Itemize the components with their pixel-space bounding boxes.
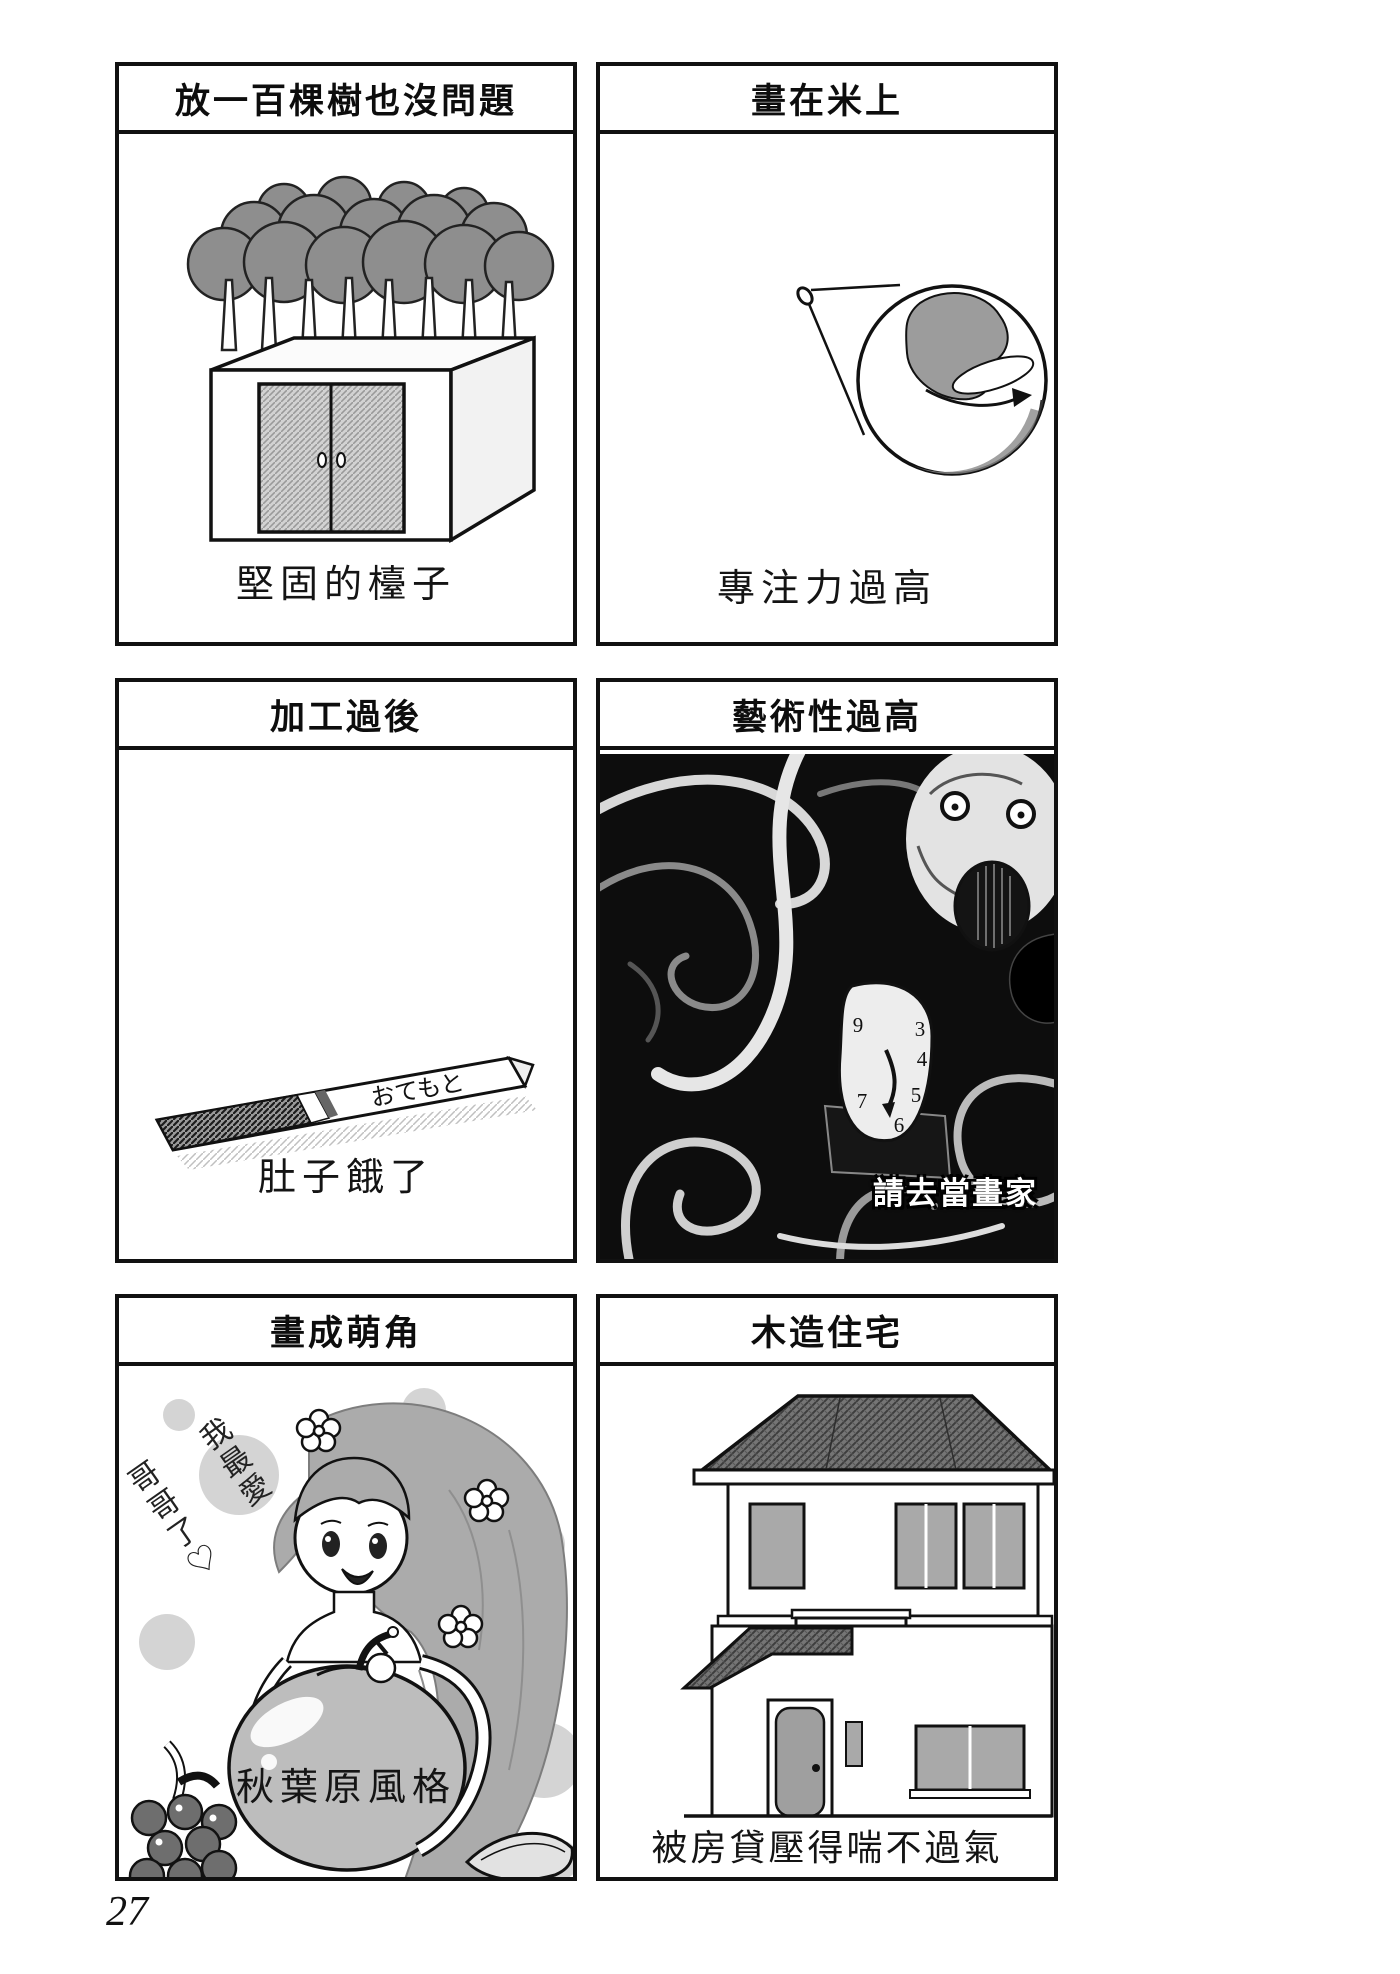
clock-number: 7 (857, 1089, 868, 1113)
panel-moe-character: 畫成萌角 (115, 1294, 577, 1881)
panel-too-artistic: 藝術性過高 (596, 678, 1058, 1263)
panel-body: 專注力過高 (600, 138, 1054, 642)
panel-title: 放一百棵樹也沒問題 (119, 66, 573, 134)
panel-title: 木造住宅 (600, 1298, 1054, 1366)
clock-number: 6 (894, 1113, 905, 1137)
panel-title-text: 木造住宅 (750, 1313, 903, 1353)
chopstick-sleeve-drawing: おてもと (154, 1055, 537, 1170)
panel-title-text: 畫在米上 (750, 81, 903, 121)
panel-title: 藝術性過高 (600, 682, 1054, 750)
panel-body: 我最愛 哥哥了♡ 秋葉原風格 (119, 1370, 573, 1877)
panel-title: 畫在米上 (600, 66, 1054, 134)
panel-caption: 被房貸壓得喘不過氣 (651, 1828, 1003, 1868)
rice-grain-magnified-drawing (796, 283, 1048, 476)
clock-number: 4 (917, 1047, 928, 1071)
surreal-painting-drawing: 9 3 4 7 5 6 (600, 754, 1054, 1259)
panel-body: 9 3 4 7 5 6 請去當畫家 (600, 754, 1054, 1259)
clock-number: 5 (911, 1083, 922, 1107)
panel-title-text: 加工過後 (269, 697, 422, 737)
shed-with-trees-drawing (186, 175, 555, 544)
panel-body: おてもと 肚子餓了 (119, 754, 573, 1259)
panel-caption: 堅固的檯子 (235, 564, 456, 606)
panel-title-text: 藝術性過高 (731, 697, 922, 737)
panel-title: 畫成萌角 (119, 1298, 573, 1366)
moe-girl-drawing (128, 1388, 573, 1877)
panel-caption: 肚子餓了 (257, 1157, 434, 1199)
panel-title: 加工過後 (119, 682, 573, 750)
clock-number: 9 (853, 1013, 864, 1037)
panel-body: 堅固的檯子 (119, 138, 573, 642)
panel-title-text: 放一百棵樹也沒問題 (174, 81, 517, 121)
panel-after-processing: 加工過後 おてもと 肚子餓了 (115, 678, 577, 1263)
panel-rice-drawing: 畫在米上 專注力過高 (596, 62, 1058, 646)
panel-body: 被房貸壓得喘不過氣 (600, 1370, 1054, 1877)
panel-wooden-house: 木造住宅 (596, 1294, 1058, 1881)
clock-number: 3 (915, 1017, 926, 1041)
panel-hundred-trees: 放一百棵樹也沒問題 (115, 62, 577, 646)
page-number: 27 (106, 1889, 148, 1935)
wooden-house-drawing (680, 1394, 1054, 1818)
panel-title-text: 畫成萌角 (269, 1313, 422, 1353)
panel-caption: 請去當畫家 (873, 1176, 1038, 1211)
panel-caption: 專注力過高 (716, 568, 937, 610)
panel-caption: 秋葉原風格 (235, 1767, 456, 1809)
